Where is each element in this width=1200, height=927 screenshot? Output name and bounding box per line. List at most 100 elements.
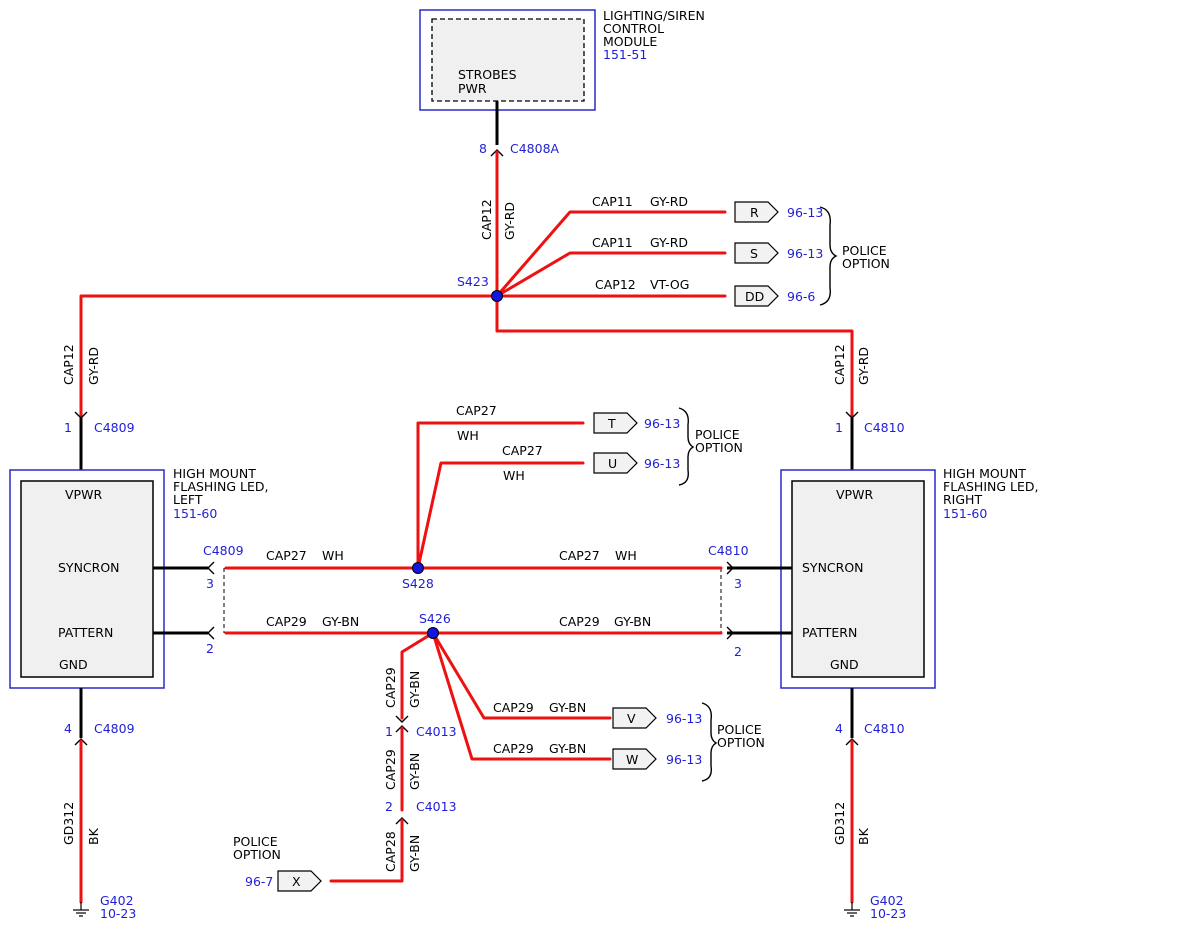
s423-branch-s-wire	[495, 251, 727, 298]
c4013-upper-circuit: CAP29	[383, 667, 398, 708]
connector-tag-dd[interactable]: DD	[734, 285, 779, 307]
top-wire-circuit: CAP12	[479, 199, 494, 240]
top-wire-color: GY-RD	[502, 202, 517, 240]
s426-branch-w-wire	[431, 631, 612, 761]
tag-x-label: X	[292, 874, 301, 889]
right-syncron-connector-symbol	[726, 561, 734, 575]
tag-t-label: T	[607, 416, 616, 431]
connector-tag-u[interactable]: U	[593, 452, 638, 474]
right-feed-circuit: CAP12	[832, 344, 847, 385]
tag-u-label: U	[608, 456, 617, 471]
syncron-left-color: WH	[322, 548, 344, 563]
tag-dd-ref[interactable]: 96-6	[787, 289, 815, 304]
s428-branch-u-color: WH	[503, 468, 525, 483]
connector-tag-x[interactable]: X	[277, 870, 322, 892]
pattern-left-color: GY-BN	[322, 614, 359, 629]
tag-t-ref[interactable]: 96-13	[644, 416, 680, 431]
tag-r-ref[interactable]: 96-13	[787, 205, 823, 220]
c4013-pin2: 2	[385, 799, 393, 814]
syncron-left-circuit: CAP27	[266, 548, 307, 563]
left-module-ref[interactable]: 151-60	[173, 506, 217, 521]
s426-bracket-label-2: OPTION	[717, 735, 765, 750]
right-module-name-1: HIGH MOUNT	[943, 466, 1026, 481]
right-ground-ref[interactable]: 10-23	[870, 906, 906, 921]
connector-tag-s[interactable]: S	[734, 242, 779, 264]
left-syncron-pin: 3	[206, 576, 214, 591]
right-module-inner-box	[791, 480, 925, 678]
s426-police-bracket	[701, 702, 718, 782]
c4013-upper-color: GY-BN	[407, 671, 422, 708]
s428-bracket-label-2: OPTION	[695, 440, 743, 455]
tag-s-label: S	[750, 246, 758, 261]
left-module-name-2: FLASHING LED,	[173, 479, 268, 494]
c4013-mid-color: GY-BN	[407, 753, 422, 790]
x-police-label-1: POLICE	[233, 834, 278, 849]
pattern-right-color: GY-BN	[614, 614, 651, 629]
c4013-lower-circuit: CAP28	[383, 831, 398, 872]
left-gnd-conn: C4809	[94, 721, 135, 736]
lsm-name-line-1: LIGHTING/SIREN	[603, 8, 705, 23]
s426-branch-w-circuit: CAP29	[493, 741, 534, 756]
tag-w-ref[interactable]: 96-13	[666, 752, 702, 767]
c4808a-pin: 8	[479, 141, 487, 156]
s426-bracket-label-1: POLICE	[717, 722, 762, 737]
tag-u-ref[interactable]: 96-13	[644, 456, 680, 471]
syncron-right-circuit: CAP27	[559, 548, 600, 563]
s423-police-bracket	[819, 206, 838, 306]
c4013-lower-color: GY-BN	[407, 835, 422, 872]
connector-tag-t[interactable]: T	[593, 412, 638, 434]
right-feed-color: GY-RD	[856, 347, 871, 385]
s426-down-wire	[400, 631, 435, 720]
left-pin-vpwr: VPWR	[65, 487, 102, 502]
tag-r-label: R	[750, 205, 759, 220]
left-module-name-1: HIGH MOUNT	[173, 466, 256, 481]
s428-splice	[412, 562, 424, 574]
s426-branch-w-color: GY-BN	[549, 741, 586, 756]
s428-branch-u-wire	[416, 461, 585, 570]
connector-tag-r[interactable]: R	[734, 201, 779, 223]
s426-label: S426	[419, 611, 451, 626]
tag-s-ref[interactable]: 96-13	[787, 246, 823, 261]
c4013-pin2-connector-symbol	[395, 817, 409, 825]
left-pin-pattern: PATTERN	[58, 625, 113, 640]
s428-branch-u-circuit: CAP27	[502, 443, 543, 458]
right-feed-conn: C4810	[864, 420, 905, 435]
s423-bracket-label-2: OPTION	[842, 256, 890, 271]
s426-branch-v-color: GY-BN	[549, 700, 586, 715]
tag-v-label: V	[627, 711, 636, 726]
s426-branch-v-wire	[431, 631, 612, 720]
connector-tag-v[interactable]: V	[612, 707, 657, 729]
right-module-ref[interactable]: 151-60	[943, 506, 987, 521]
s428-police-bracket	[678, 407, 695, 486]
right-module-name-2: FLASHING LED,	[943, 479, 1038, 494]
c4013-pin1-connector-symbol	[395, 715, 409, 723]
pattern-right-circuit: CAP29	[559, 614, 600, 629]
s428-label: S428	[402, 576, 434, 591]
right-ground-symbol	[844, 902, 860, 917]
left-ground-ref[interactable]: 10-23	[100, 906, 136, 921]
lsm-ref[interactable]: 151-51	[603, 47, 647, 62]
connector-tag-w[interactable]: W	[612, 748, 657, 770]
s423-branch-dd-circuit: CAP12	[595, 277, 636, 292]
s423-label: S423	[457, 274, 489, 289]
s423-branch-r-color: GY-RD	[650, 194, 688, 209]
tag-x-ref[interactable]: 96-7	[245, 874, 273, 889]
left-feed-wire	[79, 294, 499, 420]
right-syncron-pin: 3	[734, 576, 742, 591]
c4809-gnd-connector-symbol	[74, 738, 88, 746]
right-flashing-led-module: VPWR SYNCRON PATTERN GND	[780, 469, 936, 689]
x-police-label-2: OPTION	[233, 847, 281, 862]
left-feed-pin: 1	[64, 420, 72, 435]
s428-branch-t-color: WH	[457, 428, 479, 443]
left-ground-color: BK	[86, 827, 101, 845]
right-pattern-pin: 2	[734, 644, 742, 659]
tag-v-ref[interactable]: 96-13	[666, 711, 702, 726]
right-ground-circuit: GD312	[832, 802, 847, 845]
lsm-name-line-2: CONTROL	[603, 21, 664, 36]
s423-branch-s-circuit: CAP11	[592, 235, 633, 250]
c4013-conn2: C4013	[416, 799, 457, 814]
pattern-left-circuit: CAP29	[266, 614, 307, 629]
left-feed-conn: C4809	[94, 420, 135, 435]
right-ground-color: BK	[856, 827, 871, 845]
